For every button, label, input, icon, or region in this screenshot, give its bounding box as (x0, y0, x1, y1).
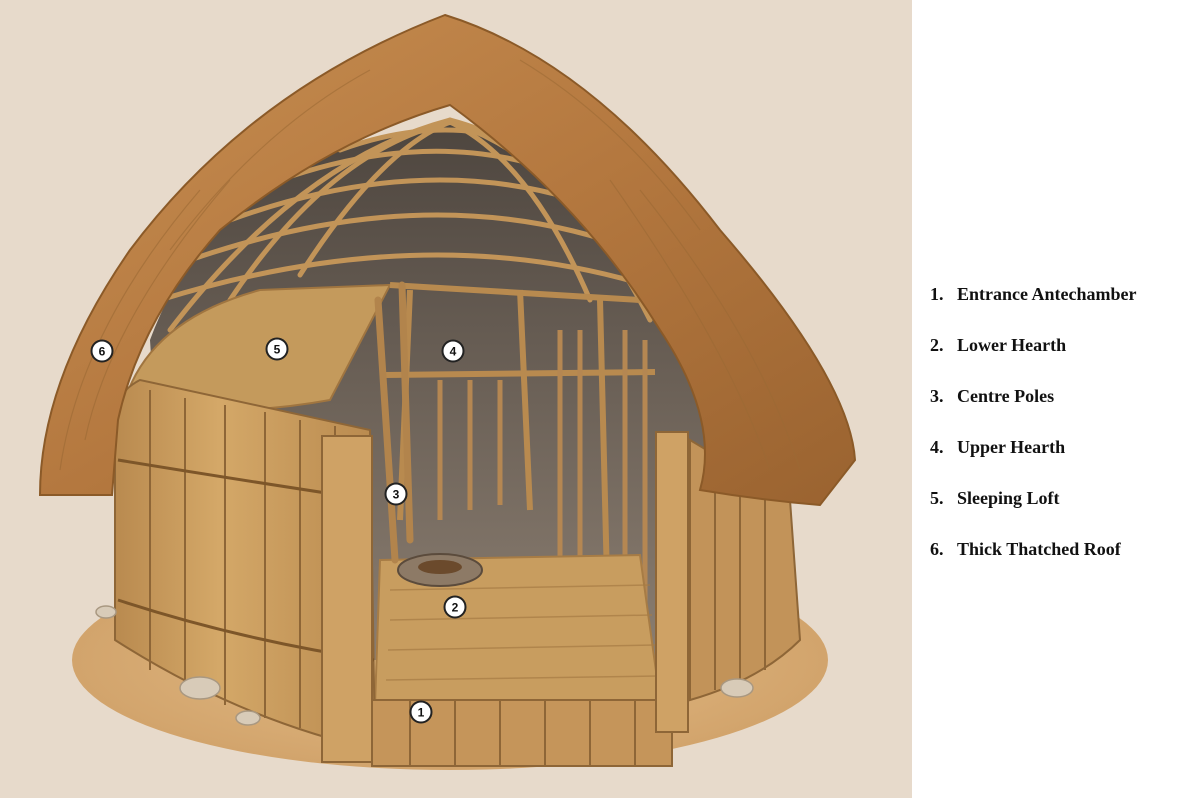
legend-item-lower-hearth: 2. Lower Hearth (930, 335, 1175, 386)
legend-item-thick-thatched-roof: 6. Thick Thatched Roof (930, 539, 1175, 590)
legend-label: Sleeping Loft (957, 488, 1060, 509)
legend-label: Centre Poles (957, 386, 1054, 407)
legend-item-upper-hearth: 4. Upper Hearth (930, 437, 1175, 488)
legend-number: 5. (930, 488, 957, 509)
svg-text:3: 3 (393, 488, 400, 502)
legend-number: 2. (930, 335, 957, 356)
legend-item-entrance-antechamber: 1. Entrance Antechamber (930, 284, 1175, 335)
svg-text:2: 2 (452, 601, 459, 615)
legend-label: Lower Hearth (957, 335, 1066, 356)
marker-3: 3 (386, 484, 407, 505)
legend-item-sleeping-loft: 5. Sleeping Loft (930, 488, 1175, 539)
legend-item-centre-poles: 3. Centre Poles (930, 386, 1175, 437)
legend-number: 6. (930, 539, 957, 560)
legend-number: 1. (930, 284, 957, 305)
marker-2: 2 (445, 597, 466, 618)
entrance-post-right (656, 432, 688, 732)
legend-list: 1. Entrance Antechamber 2. Lower Hearth … (930, 284, 1175, 590)
svg-text:4: 4 (450, 345, 457, 359)
marker-4: 4 (443, 341, 464, 362)
svg-text:6: 6 (99, 345, 106, 359)
legend-number: 3. (930, 386, 957, 407)
marker-6: 6 (92, 341, 113, 362)
legend-number: 4. (930, 437, 957, 458)
legend-label: Upper Hearth (957, 437, 1065, 458)
svg-text:5: 5 (274, 343, 281, 357)
legend-label: Entrance Antechamber (957, 284, 1136, 305)
svg-text:1: 1 (418, 706, 425, 720)
marker-5: 5 (267, 339, 288, 360)
marker-1: 1 (411, 702, 432, 723)
legend-label: Thick Thatched Roof (957, 539, 1121, 560)
house-illustration: 1 2 3 4 5 6 (0, 0, 912, 798)
entrance-post-left (322, 436, 372, 762)
